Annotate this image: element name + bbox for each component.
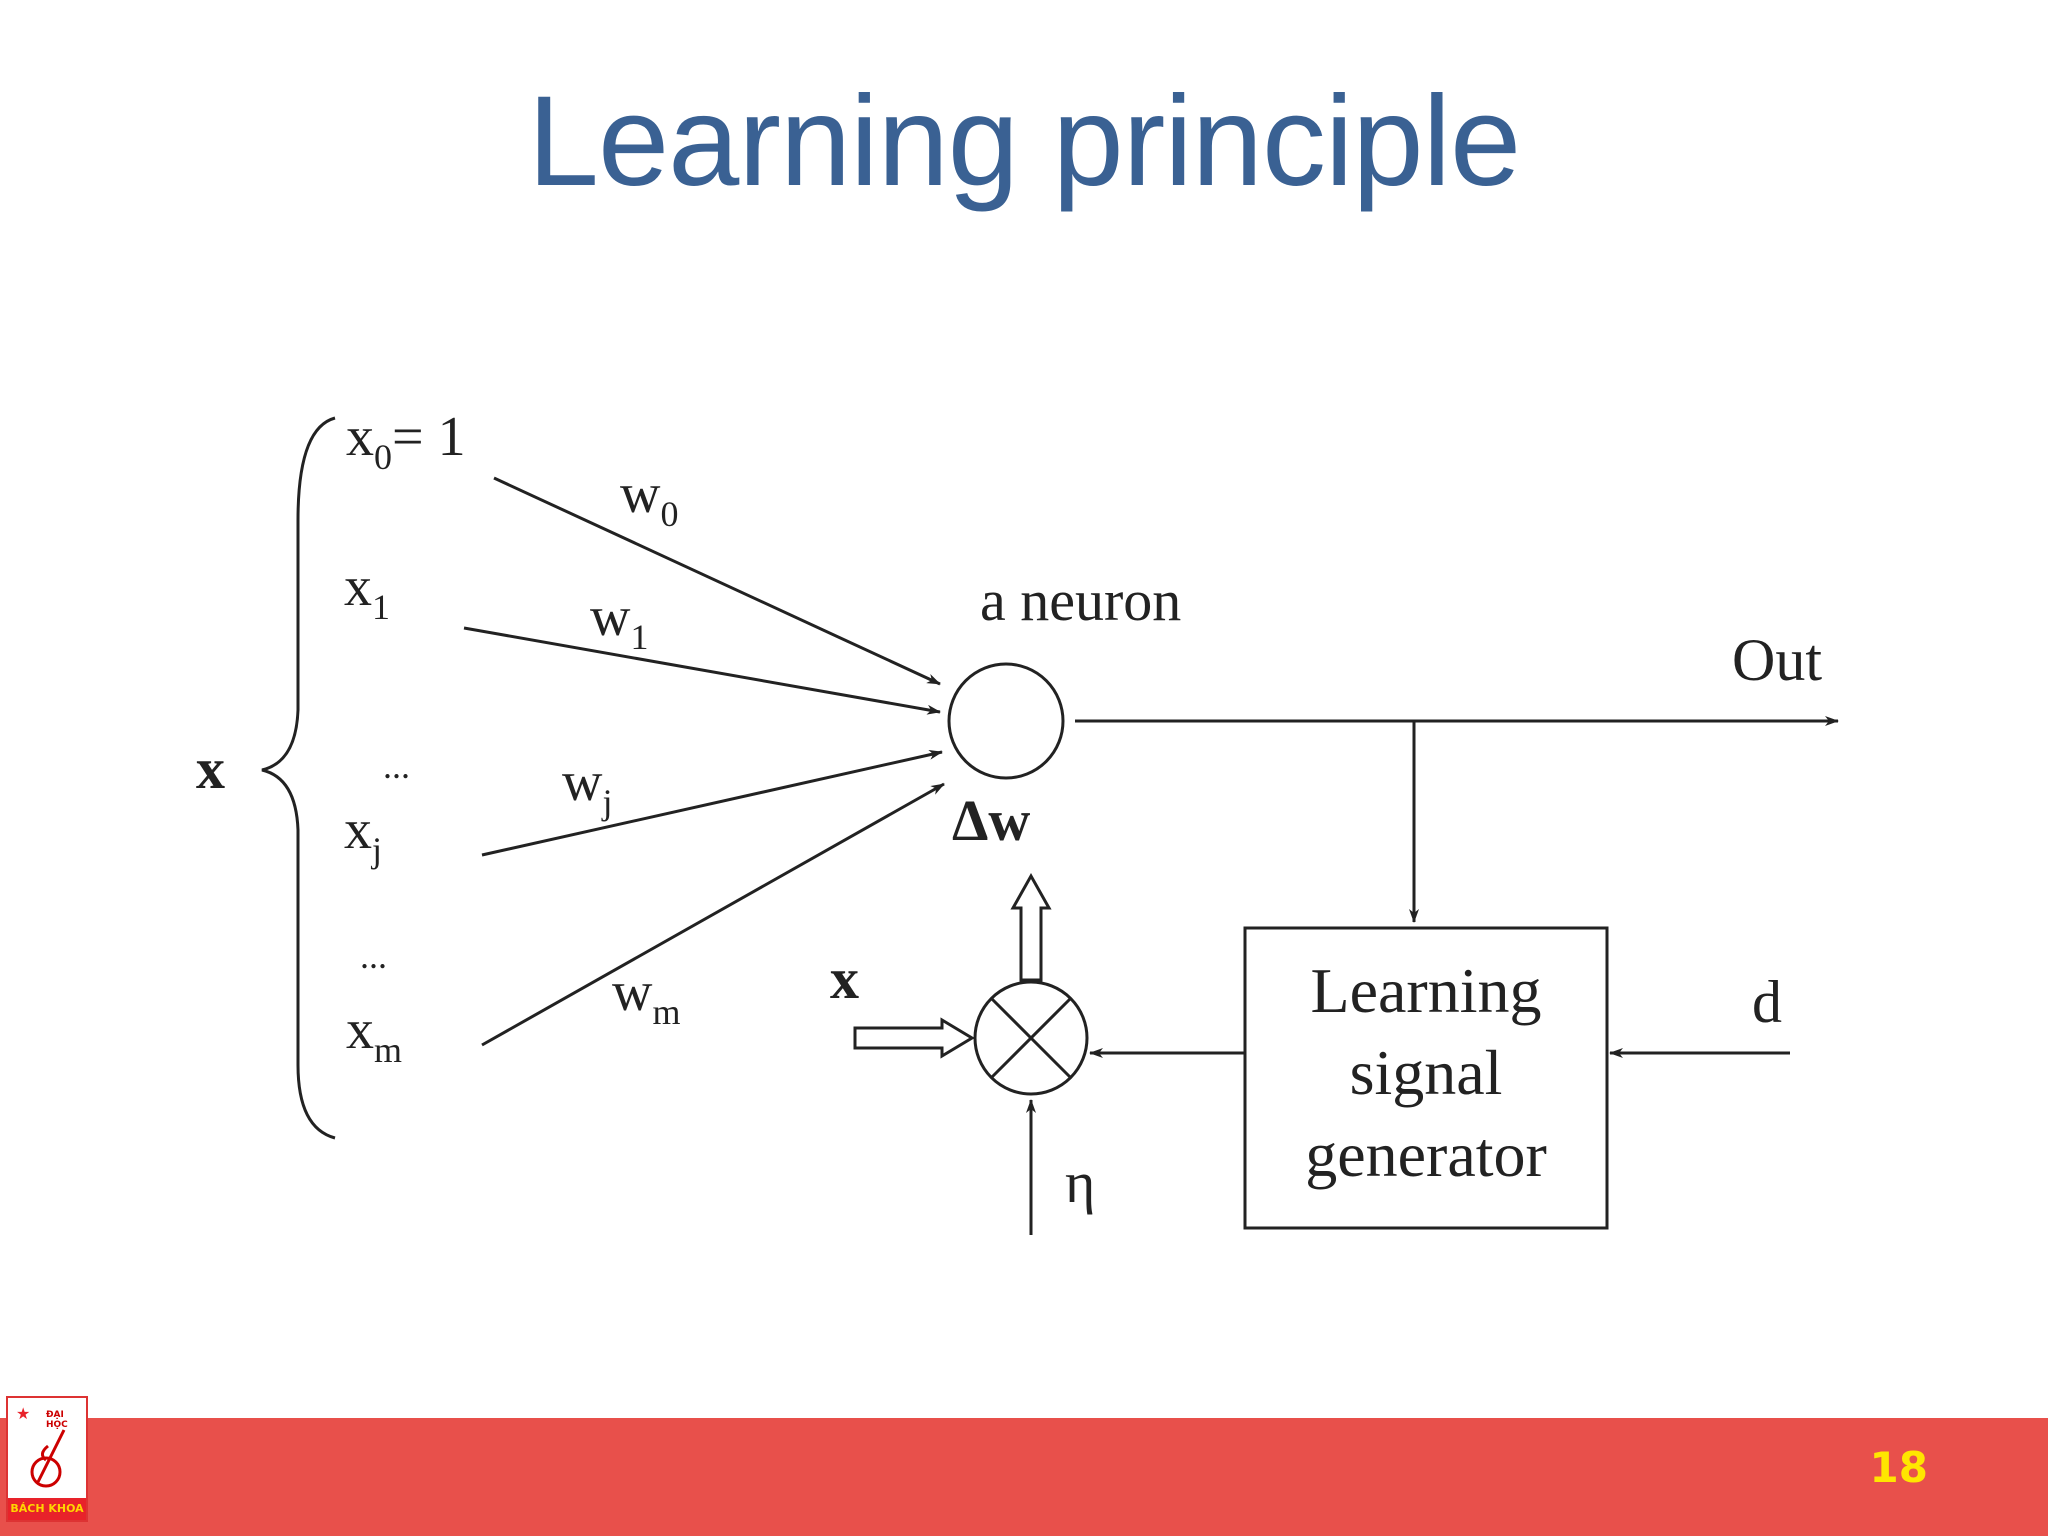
input-vector-label: x [196, 736, 225, 801]
weight-label-1: w1 [590, 586, 648, 657]
svg-text:xm: xm [346, 999, 402, 1070]
learning-signal-generator-box [1243, 926, 1609, 1230]
university-logo: ★ ĐẠI HỌC BÁCH KHOA [6, 1396, 88, 1522]
logo-bottom-text: BÁCH KHOA [8, 1498, 86, 1520]
weight-arrow-0 [493, 476, 941, 686]
ellipsis-lower: ... [360, 936, 387, 976]
generator-line-1: Learning [1311, 955, 1542, 1026]
desired-label: d [1752, 969, 1782, 1035]
svg-text:x1: x1 [344, 556, 390, 627]
input-xj: xj [344, 799, 382, 870]
output-label: Out [1732, 627, 1822, 693]
svg-text:x0= 1: x0= 1 [346, 406, 466, 477]
input-x0: x0= 1 [346, 406, 466, 477]
svg-text:xj: xj [344, 799, 382, 870]
logo-emblem-icon [30, 1429, 66, 1488]
generator-line-2: signal [1350, 1037, 1503, 1108]
page-number: 18 [1869, 1443, 1928, 1492]
weight-arrow-m [481, 782, 945, 1047]
weight-arrow-j [481, 749, 943, 857]
input-x1: x1 [344, 556, 390, 627]
weight-label-0: w0 [620, 463, 678, 534]
weight-label-m: wm [612, 961, 680, 1032]
multiplier-x-label: x [830, 946, 859, 1011]
ellipsis-upper: ... [383, 746, 410, 786]
input-brace [261, 416, 336, 1140]
delta-w-hollow-arrow [1010, 872, 1052, 982]
neuron-label: a neuron [980, 568, 1181, 633]
generator-line-3: generator [1305, 1119, 1547, 1190]
x-input-hollow-arrow [853, 1017, 975, 1059]
weight-label-j: wj [562, 751, 612, 822]
neuron-circle [947, 662, 1065, 780]
delta-w-label: Δw [952, 788, 1030, 853]
footer-bar [0, 1418, 2048, 1536]
weight-arrow-1 [463, 626, 941, 715]
logo-top-text: ĐẠI HỌC [46, 1410, 68, 1430]
star-icon: ★ [16, 1406, 31, 1423]
input-xm: xm [346, 999, 402, 1070]
eta-label: η [1065, 1150, 1095, 1215]
slide-title: Learning principle [527, 70, 1521, 213]
